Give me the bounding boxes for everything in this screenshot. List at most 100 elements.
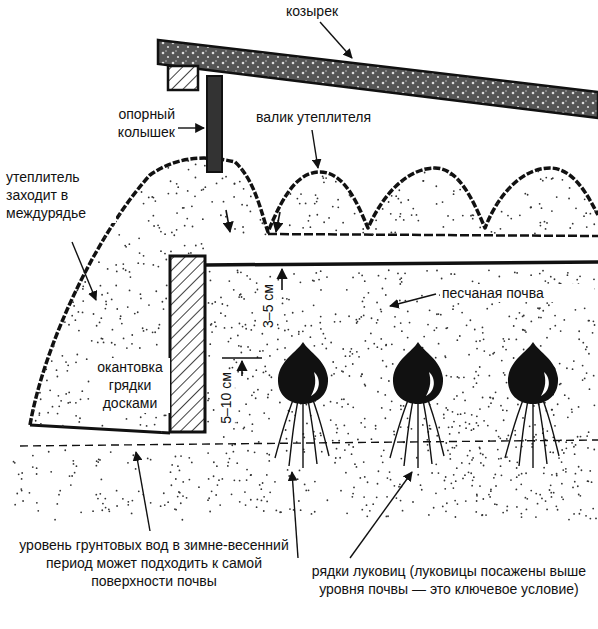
texture-dot (266, 453, 268, 455)
texture-dot (140, 424, 142, 426)
texture-dot (153, 225, 155, 227)
texture-dot (540, 345, 542, 347)
texture-dot (561, 449, 563, 451)
texture-dot (449, 458, 451, 460)
texture-dot (440, 314, 442, 316)
texture-dot (73, 463, 75, 465)
texture-dot (357, 439, 359, 441)
texture-dot (178, 491, 180, 493)
texture-dot (57, 376, 59, 378)
texture-dot (283, 275, 285, 277)
texture-dot (302, 310, 304, 312)
texture-dot (313, 345, 315, 347)
texture-dot (152, 264, 154, 266)
texture-dot (78, 421, 80, 423)
texture-dot (455, 480, 457, 482)
texture-dot (246, 204, 248, 206)
texture-dot (240, 271, 242, 273)
texture-dot (448, 426, 450, 428)
texture-dot (482, 327, 484, 329)
texture-dot (216, 183, 218, 185)
texture-dot (84, 281, 86, 283)
texture-dot (33, 409, 35, 411)
texture-dot (577, 485, 579, 487)
texture-dot (186, 497, 188, 499)
texture-dot (469, 450, 471, 452)
texture-dot (585, 515, 587, 517)
texture-dot (58, 405, 60, 407)
texture-dot (323, 405, 325, 407)
texture-dot (256, 282, 258, 284)
texture-dot (21, 490, 23, 492)
texture-dot (97, 498, 99, 500)
texture-dot (400, 405, 402, 407)
texture-dot (268, 418, 270, 420)
texture-dot (21, 478, 23, 480)
texture-dot (451, 426, 453, 428)
texture-dot (68, 324, 70, 326)
texture-dot (452, 308, 454, 310)
texture-dot (525, 472, 527, 474)
texture-dot (476, 495, 478, 497)
texture-dot (285, 277, 287, 279)
texture-dot (211, 201, 213, 203)
texture-dot (291, 411, 293, 413)
texture-dot (582, 342, 584, 344)
texture-dot (445, 510, 447, 512)
texture-dot (563, 319, 565, 321)
texture-dot (529, 425, 531, 427)
texture-dot (170, 180, 172, 182)
texture-dot (459, 425, 461, 427)
texture-dot (540, 317, 542, 319)
texture-dot (127, 504, 129, 506)
texture-dot (134, 313, 136, 315)
texture-dot (138, 237, 140, 239)
texture-dot (520, 513, 522, 515)
texture-dot (380, 311, 382, 313)
texture-dot (427, 324, 429, 326)
texture-dot (140, 416, 142, 418)
texture-dot (251, 312, 253, 314)
texture-dot (225, 176, 227, 178)
texture-dot (535, 439, 537, 441)
texture-dot (122, 268, 124, 270)
texture-dot (352, 277, 354, 279)
texture-dot (217, 484, 219, 486)
texture-dot (589, 470, 591, 472)
bulb-root (302, 400, 303, 468)
texture-dot (392, 363, 394, 365)
texture-dot (59, 490, 61, 492)
texture-dot (108, 510, 110, 512)
texture-dot (541, 207, 543, 209)
texture-dot (453, 190, 455, 192)
texture-dot (204, 186, 206, 188)
bulb-body (393, 342, 443, 404)
texture-dot (457, 179, 459, 181)
dimension-label: 5–10 см (217, 370, 235, 426)
dimension-arrow (276, 212, 280, 232)
texture-dot (435, 492, 437, 494)
texture-dot (360, 316, 362, 318)
texture-dot (155, 417, 157, 419)
texture-dot (530, 206, 532, 208)
texture-dot (100, 317, 102, 319)
texture-dot (238, 410, 240, 412)
texture-dot (473, 428, 475, 430)
texture-dot (525, 331, 527, 333)
texture-dot (267, 394, 269, 396)
texture-dot (559, 363, 561, 365)
texture-dot (126, 347, 128, 349)
texture-dot (325, 348, 327, 350)
texture-dot (207, 400, 209, 402)
texture-dot (506, 410, 508, 412)
texture-dot (337, 199, 339, 201)
texture-dot (160, 505, 162, 507)
bulb-body (508, 342, 558, 404)
texture-dot (593, 449, 595, 451)
texture-dot (538, 317, 540, 319)
texture-dot (483, 420, 485, 422)
texture-dot (315, 194, 317, 196)
texture-dot (571, 408, 573, 410)
texture-dot (236, 422, 238, 424)
texture-dot (378, 470, 380, 472)
